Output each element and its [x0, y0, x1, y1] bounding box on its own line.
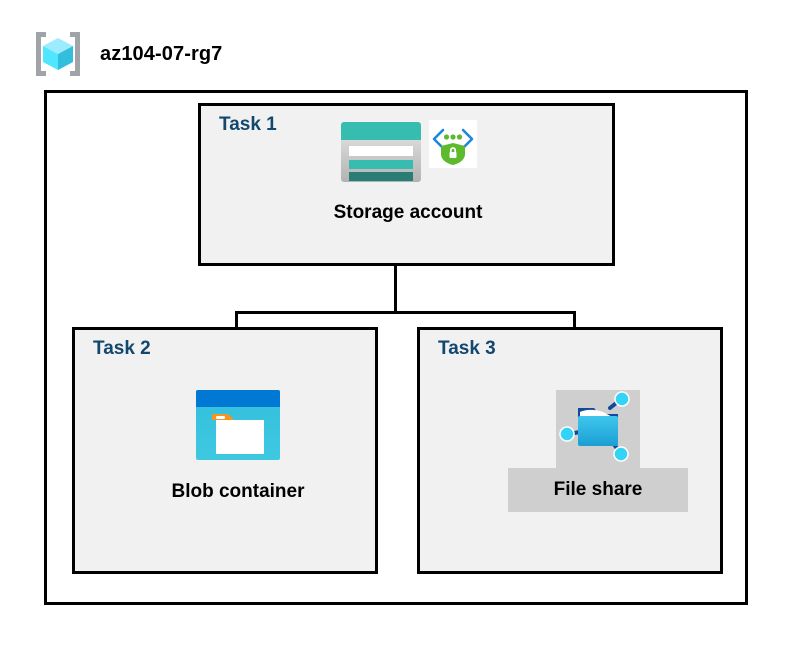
task-1-label: Task 1 — [219, 114, 277, 135]
task-2-box: Task 2 — [72, 327, 378, 574]
storage-account-icon — [339, 120, 423, 189]
resource-group-header: az104-07-rg7 — [30, 26, 222, 82]
secure-endpoint-shield-icon — [429, 120, 477, 173]
blob-container-caption: Blob container — [171, 481, 305, 502]
storage-icon-row — [339, 120, 477, 198]
file-share-icon-highlight — [556, 390, 640, 468]
connector-horizontal-bus — [235, 311, 576, 314]
connector-storage-vertical — [394, 266, 397, 314]
node-file-share[interactable]: File share — [508, 390, 688, 512]
azure-resource-group-icon — [30, 26, 86, 82]
node-blob-container[interactable]: Blob container — [128, 388, 348, 504]
file-share-icon — [558, 390, 638, 469]
file-share-caption: File share — [553, 478, 643, 500]
node-storage-account[interactable]: Storage account — [288, 120, 528, 225]
resource-group-boundary — [44, 90, 748, 605]
resource-group-name: az104-07-rg7 — [100, 42, 223, 65]
task-3-label: Task 3 — [438, 338, 496, 359]
file-share-caption-highlight: File share — [508, 468, 688, 512]
storage-account-caption: Storage account — [333, 202, 483, 223]
blob-container-icon — [194, 388, 282, 467]
task-2-label: Task 2 — [93, 338, 151, 359]
